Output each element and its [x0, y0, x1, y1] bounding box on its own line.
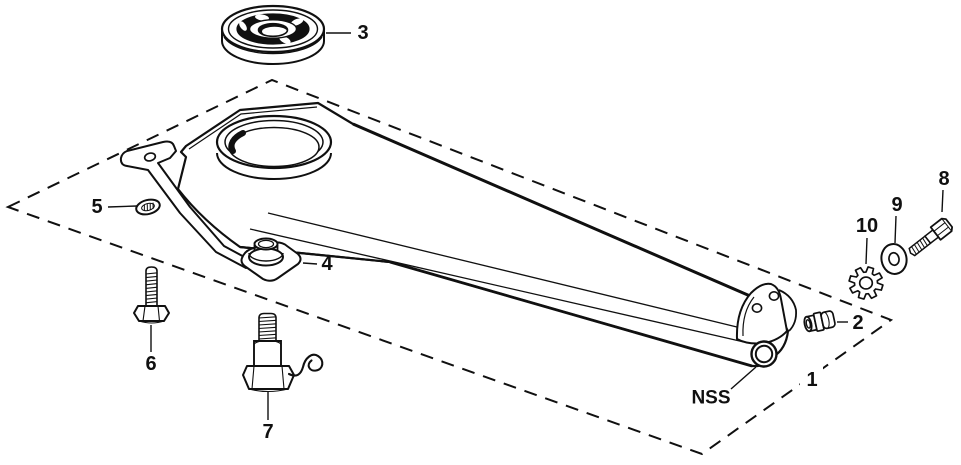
callout-label-5: 5 — [91, 196, 102, 218]
callout-label-2: 2 — [852, 312, 863, 334]
bearing-seat-ring — [215, 114, 333, 180]
bracket-hole — [751, 302, 763, 313]
strap-hole — [143, 152, 157, 162]
flat-washer-part9 — [880, 243, 908, 275]
arm-rib-line — [267, 212, 742, 329]
callout-label-nss: NSS — [691, 388, 730, 409]
leader-line-10 — [865, 237, 868, 265]
arm-plate-inner-edge — [188, 106, 318, 150]
callout-label-1: 1 — [806, 369, 817, 391]
callout-label-10: 10 — [856, 215, 878, 237]
idler-arm-assembly — [119, 101, 798, 368]
label-1-backing — [800, 367, 823, 391]
hex-bolt-part8 — [908, 217, 954, 257]
callout-label-9: 9 — [891, 194, 902, 216]
callout-label-8: 8 — [938, 168, 949, 190]
arm-tube-bottom-edge — [389, 260, 753, 368]
arm-rib-line — [249, 228, 745, 343]
callout-label-6: 6 — [145, 353, 156, 375]
hairpin-clip — [287, 353, 324, 377]
callout-label-7: 7 — [262, 421, 273, 443]
deck-boundary-dashed-outline — [5, 78, 894, 456]
pivot-tube-end — [750, 340, 778, 368]
leader-lines — [107, 32, 944, 420]
bushing-part2 — [803, 310, 836, 333]
arm-top-edge — [352, 122, 758, 301]
serrated-washer-part5 — [135, 198, 161, 216]
leader-line-8 — [941, 189, 944, 213]
leader-line-4 — [302, 262, 318, 265]
pivot-bracket-rear-plate — [778, 289, 798, 332]
leader-line-5 — [107, 205, 138, 208]
leader-line-9 — [894, 215, 897, 244]
callout-label-4: 4 — [321, 253, 333, 275]
mount-strap — [119, 140, 249, 269]
leader-line-nss — [730, 366, 757, 390]
callout-label-3: 3 — [357, 22, 368, 44]
hex-bolt-part6 — [133, 266, 170, 324]
bracket-hole — [768, 290, 780, 301]
bearing-part3 — [220, 4, 326, 65]
star-washer-part10 — [848, 266, 884, 300]
shoulder-bolt-part7 — [242, 312, 324, 393]
flanged-bushing-part4 — [248, 237, 284, 267]
